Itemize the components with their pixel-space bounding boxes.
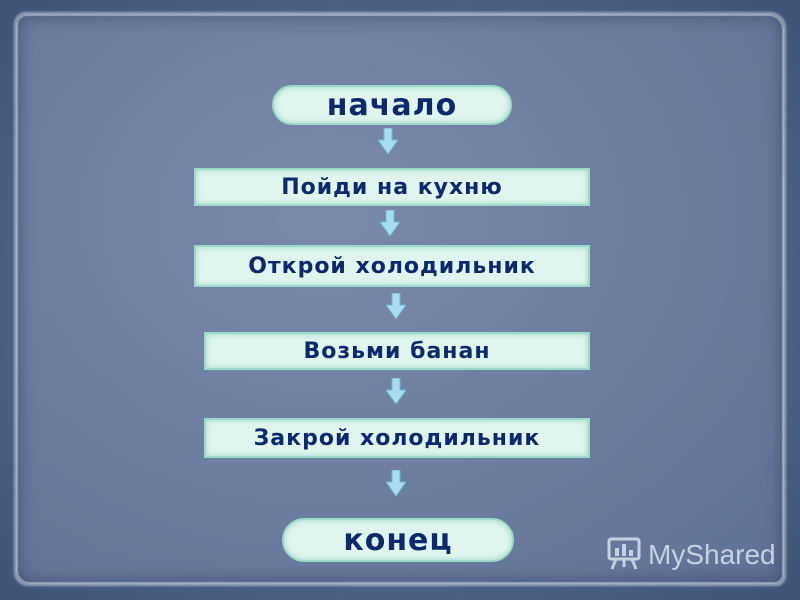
start-label: начало	[326, 87, 458, 123]
arrow-down-icon	[386, 293, 406, 319]
step-node: Открой холодильник	[194, 245, 590, 287]
start-node: начало	[272, 85, 512, 125]
step-node: Возьми банан	[204, 332, 590, 370]
step-label: Открой холодильник	[248, 253, 536, 279]
step-label: Пойди на кухню	[281, 174, 503, 200]
end-node: конец	[282, 518, 514, 562]
end-label: конец	[343, 522, 453, 558]
arrow-down-icon	[386, 470, 406, 496]
arrow-down-icon	[378, 128, 398, 154]
watermark-logo: MyShared	[606, 535, 776, 575]
arrow-down-icon	[380, 210, 400, 236]
step-node: Закрой холодильник	[204, 418, 590, 458]
arrow-down-icon	[386, 378, 406, 404]
step-label: Закрой холодильник	[253, 425, 541, 451]
watermark-text: MyShared	[648, 539, 776, 570]
step-node: Пойди на кухню	[194, 168, 590, 206]
step-label: Возьми банан	[303, 338, 491, 364]
presentation-board-icon	[606, 535, 642, 575]
